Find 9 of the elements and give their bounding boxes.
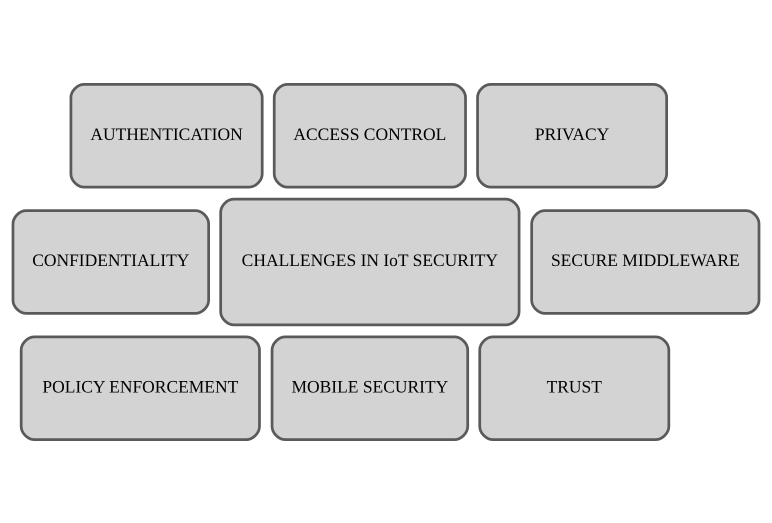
node-box: TRUST	[478, 335, 670, 440]
node-box: CONFIDENTIALITY	[12, 208, 210, 314]
node-box: ACCESS CONTROL	[272, 82, 467, 188]
node-box: MOBILE SECURITY	[270, 335, 470, 440]
node-box: POLICY ENFORCEMENT	[20, 335, 261, 440]
node-box: CHALLENGES IN IoT SECURITY	[219, 197, 520, 326]
node-box: AUTHENTICATION	[70, 82, 264, 188]
node-box: SECURE MIDDLEWARE	[530, 208, 760, 314]
node-box: PRIVACY	[476, 82, 668, 188]
